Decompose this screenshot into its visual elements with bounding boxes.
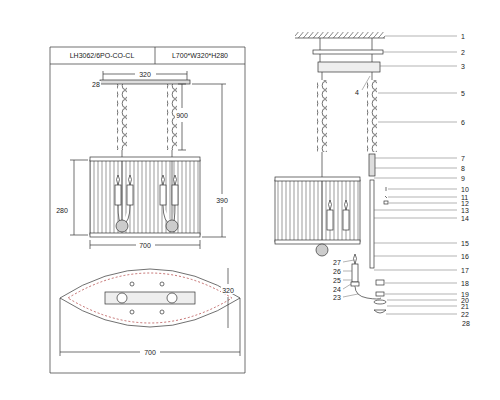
callout-number: 10 (460, 186, 470, 193)
title-cell: L700*W320*H280 (171, 52, 229, 59)
dimension-label: 320 (138, 71, 152, 78)
callout-number: 13 (460, 207, 470, 214)
callout-number: 6 (460, 119, 466, 126)
callout-number: 16 (460, 253, 470, 260)
callout-number: 2 (460, 49, 466, 56)
dimension-label: 700 (138, 242, 152, 249)
title-cell: LH3062/6PO-CO-CL (69, 52, 136, 59)
callout-number: 14 (460, 215, 470, 222)
callout-number: 5 (460, 90, 466, 97)
callout-number: 7 (460, 155, 466, 162)
callout-number: 4 (354, 89, 360, 96)
callout-number: 15 (460, 240, 470, 247)
callout-number: 3 (460, 63, 466, 70)
dimension-label: 900 (175, 112, 189, 119)
callout-number: 26 (332, 268, 342, 275)
callout-number: 28 (461, 320, 471, 327)
callout-number: 24 (332, 286, 342, 293)
callout-number: 18 (460, 280, 470, 287)
callout-number: 9 (460, 175, 466, 182)
callout-number: 25 (332, 277, 342, 284)
callout-number: 8 (460, 165, 466, 172)
dimension-label: 320 (221, 287, 235, 294)
callout-number: 17 (460, 267, 470, 274)
dimension-label: 700 (143, 349, 157, 356)
dimension-label: 28 (91, 81, 101, 88)
callout-number: 22 (460, 311, 470, 318)
dimension-label: 390 (215, 197, 229, 204)
dimension-label: 280 (55, 207, 69, 214)
callout-number: 1 (460, 33, 466, 40)
callout-number: 21 (460, 303, 470, 310)
callout-number: 27 (332, 259, 342, 266)
callout-number: 23 (332, 294, 342, 301)
callout-number: 12 (460, 200, 470, 207)
